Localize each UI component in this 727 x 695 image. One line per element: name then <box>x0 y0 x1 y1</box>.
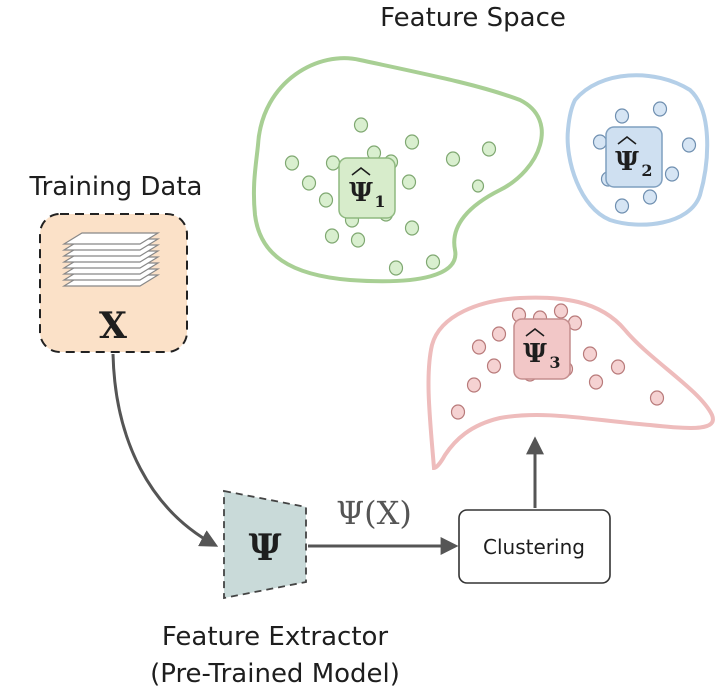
data-point <box>404 134 420 150</box>
feature-space-title: Feature Space <box>380 3 566 33</box>
data-point <box>325 155 341 171</box>
cluster-2-region <box>565 73 710 227</box>
data-point <box>481 141 497 157</box>
data-point <box>388 260 404 276</box>
data-point <box>642 189 658 205</box>
data-point <box>284 155 300 171</box>
psi-x-label: Ψ(X) <box>336 494 412 532</box>
training-data-title: Training Data <box>29 172 203 202</box>
data-point <box>610 359 626 375</box>
data-point <box>592 134 608 150</box>
data-point <box>318 192 334 208</box>
clustering-label: Clustering <box>483 535 585 559</box>
cluster-3-region <box>426 295 715 471</box>
data-point <box>445 151 461 167</box>
feature-extractor-caption: Feature Extractor <box>162 622 389 652</box>
data-point <box>466 377 482 393</box>
data-point <box>401 174 417 190</box>
data-point <box>471 339 487 355</box>
data-point <box>582 346 598 362</box>
data-point <box>614 198 630 214</box>
cluster-2-centroid: Ψ 2 <box>605 126 663 188</box>
data-point <box>404 220 420 236</box>
data-point <box>471 179 485 193</box>
cluster-1-region <box>251 56 544 284</box>
clustering-box: Clustering <box>458 509 611 584</box>
centroid-symbol: Ψ <box>615 147 639 177</box>
cluster-3-centroid: Ψ 3 <box>513 318 571 380</box>
centroid-subscript: 2 <box>641 161 652 180</box>
feature-extractor: Ψ <box>223 489 307 600</box>
data-point <box>301 175 317 191</box>
data-point <box>614 108 630 124</box>
data-point <box>353 117 369 133</box>
dataset-symbol: X <box>99 305 127 347</box>
data-point <box>664 166 680 182</box>
data-point <box>553 303 569 319</box>
data-stack-icon <box>61 232 161 287</box>
centroid-subscript: 1 <box>374 192 385 211</box>
data-to-extractor-arrow <box>111 353 219 547</box>
data-point <box>425 254 441 270</box>
data-point <box>491 326 507 342</box>
cluster-1-centroid: Ψ 1 <box>338 157 396 219</box>
training-data-box: X <box>39 213 188 353</box>
data-point <box>588 374 604 390</box>
data-point <box>350 232 366 248</box>
cluster-2-points <box>592 101 697 214</box>
centroid-symbol: Ψ <box>523 339 547 369</box>
data-point <box>486 358 502 374</box>
data-point <box>681 137 697 153</box>
data-point <box>649 390 665 406</box>
data-point <box>324 228 340 244</box>
centroid-subscript: 3 <box>549 353 560 372</box>
extractor-symbol: Ψ <box>249 527 282 569</box>
data-point <box>652 101 668 117</box>
feature-extractor-subcaption: (Pre-Trained Model) <box>150 659 400 689</box>
centroid-symbol: Ψ <box>349 178 373 208</box>
data-point <box>450 404 466 420</box>
